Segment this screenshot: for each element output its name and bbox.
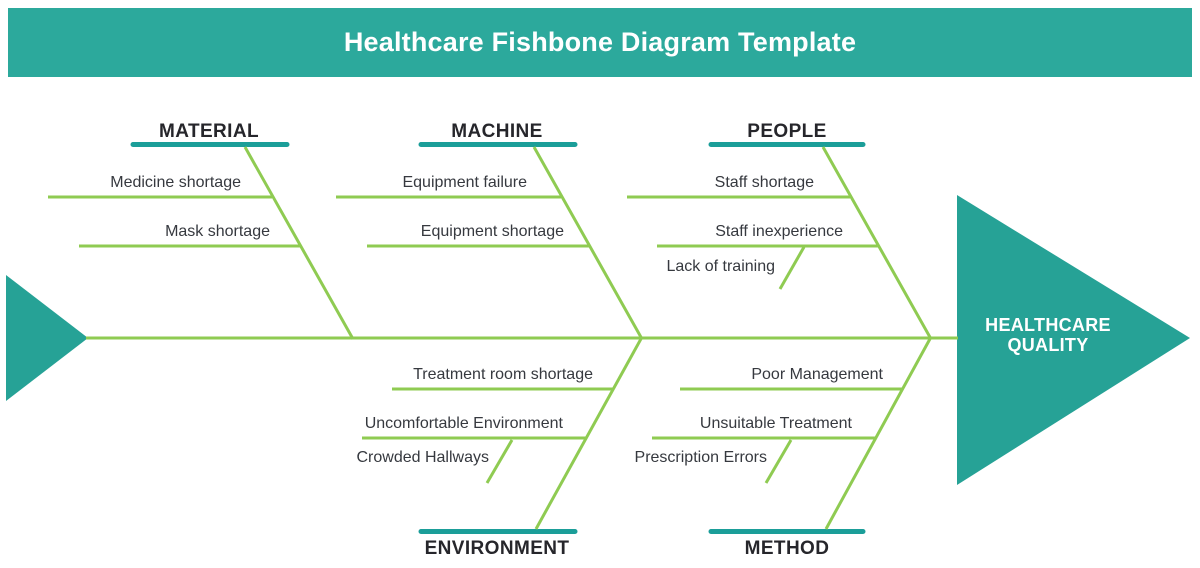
- cause-label-staff-shortage: Staff shortage: [714, 174, 814, 191]
- cause-label-unsuitable-treatment: Unsuitable Treatment: [699, 415, 852, 432]
- environment-bone: [534, 336, 644, 530]
- environment-subcause-line: [485, 439, 514, 484]
- fish-head-arrow: [957, 195, 1190, 485]
- cause-label-equipment-shortage: Equipment shortage: [420, 223, 564, 240]
- category-label-environment: ENVIRONMENT: [424, 538, 570, 559]
- cause-label-medicine-shortage: Medicine shortage: [110, 174, 241, 191]
- method-subcause-line: [764, 439, 793, 484]
- people-bone: [821, 146, 933, 340]
- subcause-label-prescription-errors: Prescription Errors: [634, 449, 767, 466]
- cause-label-poor-management: Poor Management: [751, 366, 883, 383]
- fish-tail-arrow: [6, 275, 88, 401]
- category-label-machine: MACHINE: [451, 121, 543, 142]
- machine-bone: [532, 146, 644, 340]
- effect-label: HEALTHCARE QUALITY: [965, 315, 1131, 355]
- effect-label-line1: HEALTHCARE: [985, 315, 1111, 335]
- category-label-people: PEOPLE: [747, 121, 827, 142]
- page-title: Healthcare Fishbone Diagram Template: [343, 27, 857, 57]
- subcause-label-crowded-hallways: Crowded Hallways: [356, 449, 490, 466]
- method-bone: [824, 336, 933, 530]
- material-bone: [243, 146, 355, 340]
- category-label-method: METHOD: [744, 538, 830, 559]
- category-label-material: MATERIAL: [159, 121, 259, 142]
- title-banner: Healthcare Fishbone Diagram Template: [8, 8, 1192, 77]
- people-subcause-line: [778, 246, 806, 290]
- effect-label-line2: QUALITY: [1007, 335, 1089, 355]
- cause-label-staff-inexperience: Staff inexperience: [715, 223, 843, 240]
- cause-label-uncomfortable-environment: Uncomfortable Environment: [364, 415, 563, 432]
- cause-label-mask-shortage: Mask shortage: [165, 223, 270, 240]
- cause-label-equipment-failure: Equipment failure: [402, 174, 527, 191]
- cause-label-treatment-room-shortage: Treatment room shortage: [413, 366, 593, 383]
- subcause-label-lack-of-training: Lack of training: [666, 258, 775, 275]
